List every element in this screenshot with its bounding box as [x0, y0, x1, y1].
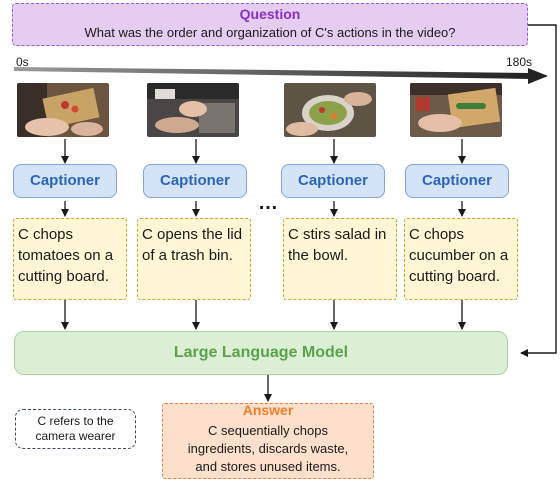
caption-box-2: C opens the lid of a trash bin.: [137, 218, 251, 300]
video-frame-1: [17, 83, 109, 137]
caption-line: C opens the lid: [142, 226, 243, 243]
note-box: C refers to the camera wearer: [15, 409, 136, 449]
captioner-box-3: Captioner: [281, 164, 385, 198]
video-frame-salad-bowl-icon: [284, 83, 376, 137]
caption-line: C chops: [409, 226, 465, 243]
captioner-box-1: Captioner: [13, 164, 117, 198]
caption-box-3: C stirs salad in the bowl.: [283, 218, 397, 300]
video-frame-trash-bin-icon: [147, 83, 239, 137]
video-frame-2: [147, 83, 239, 137]
caption-line: of a trash bin.: [142, 247, 233, 264]
timeline-arrowhead: [528, 68, 548, 84]
answer-line: C sequentially chops: [208, 423, 328, 438]
note-line: C refers to the: [37, 414, 114, 428]
caption-box-1: C chops tomatoes on a cutting board.: [13, 218, 127, 300]
question-box: Question What was the order and organiza…: [12, 3, 528, 46]
caption-line: C stirs salad in: [288, 226, 387, 243]
ellipsis-more-frames: …: [258, 192, 279, 214]
caption-line: cutting board.: [18, 268, 109, 285]
answer-box: Answer C sequentially chops ingredients,…: [162, 402, 374, 479]
video-frame-4: [410, 83, 502, 137]
timeline-arrow: [14, 67, 530, 79]
llm-box: Large Language Model: [14, 331, 508, 375]
timeline-end-label: 180s: [506, 55, 533, 69]
note-line: camera wearer: [35, 429, 116, 443]
captioner-box-4: Captioner: [405, 164, 509, 198]
caption-line: the bowl.: [288, 247, 349, 264]
answer-title: Answer: [242, 402, 294, 418]
captioner-box-2: Captioner: [143, 164, 247, 198]
video-frame-3: [284, 83, 376, 137]
caption-box-4: C chops cucumber on a cutting board.: [404, 218, 518, 300]
answer-line: ingredients, discards waste,: [187, 441, 349, 456]
arrow-question-to-llm: [520, 24, 557, 357]
timeline-start-label: 0s: [16, 55, 29, 69]
question-title: Question: [239, 6, 301, 22]
answer-text: C sequentially chops ingredients, discar…: [163, 422, 373, 476]
caption-line: C chops: [18, 226, 74, 243]
caption-line: tomatoes on a: [18, 247, 114, 264]
answer-line: and stores unused items.: [195, 459, 341, 474]
caption-line: cucumber on a: [409, 247, 509, 264]
video-frame-chopping-tomatoes-icon: [17, 83, 109, 137]
question-text: What was the order and organization of C…: [84, 25, 456, 40]
video-frame-chopping-cucumber-icon: [410, 83, 502, 137]
caption-line: cutting board.: [409, 268, 500, 285]
